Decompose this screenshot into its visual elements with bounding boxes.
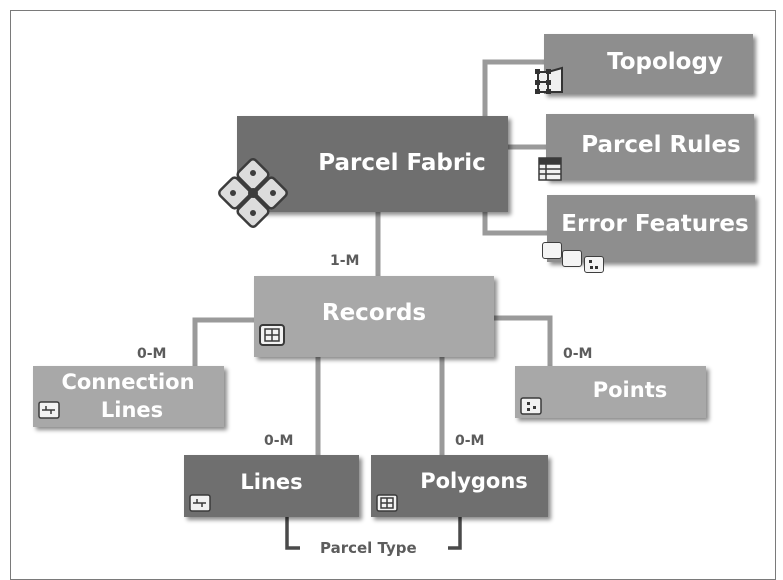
parcel-fabric-node: Parcel Fabric bbox=[237, 116, 508, 212]
connector-fabric-topology bbox=[482, 59, 546, 117]
records-node: Records bbox=[254, 276, 494, 357]
polygons-label: Polygons bbox=[420, 469, 528, 493]
error-features-label: Error Features bbox=[561, 211, 749, 237]
point-feature-icon bbox=[584, 256, 604, 273]
connector-records-points bbox=[494, 315, 553, 366]
error-features-icons bbox=[542, 242, 612, 274]
line-feature-icon bbox=[562, 250, 582, 267]
connector-records-connection-lines bbox=[192, 317, 254, 366]
table-icon bbox=[538, 157, 562, 181]
parcel-rules-label: Parcel Rules bbox=[581, 132, 741, 158]
records-polygons-cardinality: 0-M bbox=[455, 433, 485, 449]
fabric-records-cardinality: 1-M bbox=[330, 253, 360, 269]
parcel-type-bracket bbox=[285, 517, 462, 550]
records-connection-lines-cardinality: 0-M bbox=[137, 346, 167, 362]
line-feature-icon bbox=[189, 494, 211, 512]
lines-node: Lines bbox=[184, 455, 359, 517]
records-icon bbox=[259, 324, 285, 346]
points-label: Points bbox=[592, 378, 668, 402]
polygons-node: Polygons bbox=[371, 455, 548, 517]
polygon-feature-icon bbox=[542, 242, 562, 259]
parcel-type-label: Parcel Type bbox=[316, 539, 421, 557]
connection-lines-label-2: Lines bbox=[100, 398, 164, 422]
parcel-fabric-icon bbox=[218, 158, 288, 228]
line-feature-icon bbox=[38, 401, 60, 419]
topology-node: Topology bbox=[544, 34, 753, 94]
topology-icon bbox=[535, 66, 563, 94]
topology-label: Topology bbox=[607, 49, 723, 75]
connection-lines-label-1: Connection bbox=[61, 370, 195, 394]
records-lines-cardinality: 0-M bbox=[264, 433, 294, 449]
parcel-rules-node: Parcel Rules bbox=[546, 114, 754, 180]
lines-label: Lines bbox=[240, 470, 303, 494]
connector-fabric-errors bbox=[482, 212, 548, 236]
point-feature-icon bbox=[520, 397, 542, 415]
points-node: Points bbox=[515, 366, 706, 418]
connection-lines-node: Connection Lines bbox=[33, 366, 224, 427]
records-points-cardinality: 0-M bbox=[563, 346, 593, 362]
polygon-feature-icon bbox=[376, 494, 398, 512]
records-label: Records bbox=[321, 300, 427, 326]
parcel-fabric-label: Parcel Fabric bbox=[318, 150, 486, 176]
